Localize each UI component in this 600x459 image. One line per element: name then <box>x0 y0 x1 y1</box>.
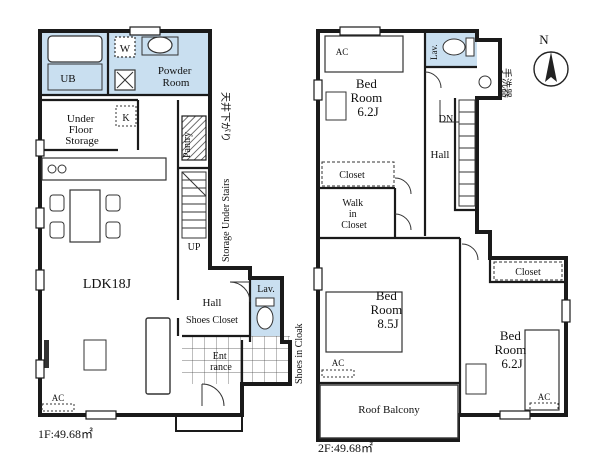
ac-unit-1f <box>41 403 75 412</box>
storage-label: Under Floor Storage <box>65 113 99 147</box>
dining-table <box>69 189 101 243</box>
toilet-bowl-1f <box>256 306 274 330</box>
washer-label: W <box>120 43 131 55</box>
ceiling-note: 天井下がり <box>219 92 232 142</box>
interior-walls-1f <box>40 31 252 384</box>
bed-room-2-label: Bed Room 8.5J <box>370 288 405 331</box>
bath-floor <box>47 63 103 91</box>
lav-door-1f <box>229 281 251 303</box>
stove-burner <box>47 164 57 174</box>
pantry-label: Pantry <box>182 132 193 158</box>
toilet-bowl-2f <box>442 38 466 56</box>
washbasin <box>147 36 173 54</box>
ac-label-2f-mid: AC <box>332 358 345 368</box>
chair <box>49 221 65 239</box>
stove-burner <box>57 164 67 174</box>
chair <box>49 194 65 212</box>
ldk-label: LDK18J <box>83 277 132 292</box>
bed-3 <box>524 329 560 411</box>
toilet-tank-1f <box>255 297 275 307</box>
area-label-2f: 2F:49.68㎡ <box>318 441 373 455</box>
ac-label-2f-right: AC <box>538 392 551 402</box>
closet-bed1 <box>321 161 395 187</box>
entrance-label: Ent rance <box>210 351 232 373</box>
bathtub <box>47 35 103 63</box>
powder-room-label: Powder Room <box>158 65 194 89</box>
ub-label: UB <box>60 73 75 85</box>
closet-label-2: Closet <box>515 267 541 278</box>
hall-label-1f: Hall <box>203 297 222 309</box>
ac-unit-2f-mid <box>321 369 355 378</box>
entrance-door <box>201 383 225 407</box>
entrance-step <box>176 384 242 430</box>
roof-balcony-label: Roof Balcony <box>358 404 420 416</box>
washbasin-counter <box>141 36 179 56</box>
lav-door-2f <box>424 71 442 89</box>
bed-room-3-label: Bed Room 6.2J <box>494 328 529 371</box>
up-label: UP <box>188 242 201 253</box>
interior-walls-2f <box>318 31 566 415</box>
desk-1 <box>325 91 347 121</box>
bed-1 <box>324 35 404 73</box>
ac-label-1f: AC <box>52 393 65 403</box>
chair <box>105 221 121 239</box>
windows-2f <box>313 26 571 420</box>
pantry-hatch <box>181 115 207 161</box>
desk-3 <box>465 363 487 395</box>
washer-space <box>114 36 136 58</box>
chair <box>105 194 121 212</box>
shoes-closet-label: Shoes Closet <box>186 315 238 326</box>
floor-2: AC Bed Room 6.2J Closet Walk in Closet L… <box>313 26 571 455</box>
powder-cabinet-mark <box>116 71 134 89</box>
bed-room-1-label: Bed Room 6.2J <box>350 76 385 119</box>
kitchen-counter <box>41 157 167 181</box>
hand-sink <box>478 75 492 89</box>
storage-under-stairs-label: Storage Under Stairs <box>221 179 232 262</box>
porch <box>175 414 243 432</box>
hall-label-2f: Hall <box>431 149 450 161</box>
north-label: N <box>539 32 549 47</box>
shoes-in-cloak-label: Shoes in Cloak <box>294 323 305 384</box>
k-fridge <box>115 105 137 127</box>
bed-2 <box>325 291 403 353</box>
bed2-door <box>394 213 412 231</box>
bed3-door <box>461 243 479 261</box>
closet-bed3 <box>493 261 563 281</box>
sink-note: 手洗器 <box>500 68 513 98</box>
entrance-floor <box>182 336 290 384</box>
walkin-door <box>394 177 412 195</box>
walkin-closet-label: Walk in Closet <box>341 198 367 231</box>
stairs-2f <box>439 99 476 207</box>
stairs-1f <box>181 171 207 239</box>
ac-label-2f-top: AC <box>336 47 349 57</box>
area-label-1f: 1F:49.68㎡ <box>38 427 93 441</box>
lav-label-2f: Lav. <box>429 44 439 60</box>
k-mark-label: K <box>122 113 130 124</box>
lav-label-1f: Lav. <box>257 284 274 295</box>
north-arrow: N <box>533 32 569 87</box>
ac-unit-2f-right <box>529 402 559 411</box>
roof-balcony <box>319 384 459 439</box>
toilet-tank-2f <box>465 37 475 57</box>
floor-1: UB W Powder Room Under Floor Storage K P… <box>35 26 305 441</box>
sofa <box>145 317 171 395</box>
tv-unit <box>44 340 49 368</box>
coffee-table <box>83 339 107 371</box>
windows-1f <box>35 26 161 420</box>
closet-label-1: Closet <box>339 170 365 181</box>
dn-label: DN <box>439 114 453 125</box>
north-arrow-icon <box>545 52 557 82</box>
